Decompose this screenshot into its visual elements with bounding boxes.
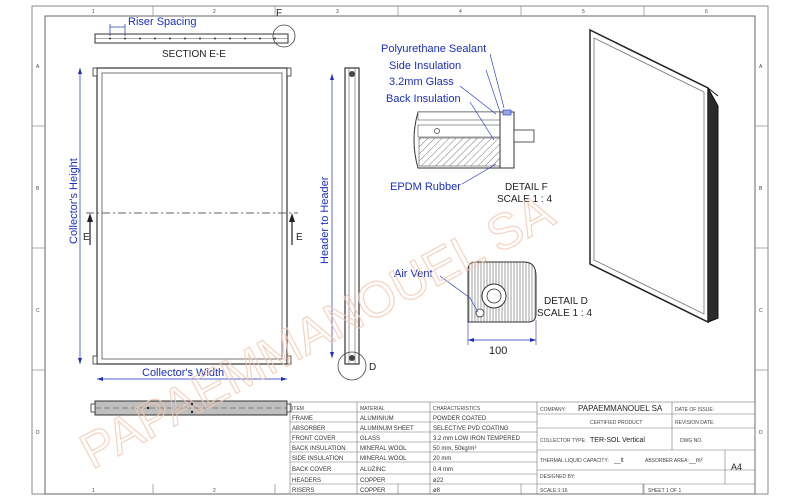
row-back-cover-item: BACK COVER (292, 467, 332, 473)
row-headers-char: ø22 (433, 478, 444, 484)
section-e-e-label: SECTION E-E (162, 49, 226, 60)
title-block-frame (289, 401, 756, 495)
row-side-insulation-char: 20 mm (433, 456, 451, 462)
th-item: ITEM (292, 406, 304, 412)
row-back-insulation-item: BACK INSULATION (292, 446, 346, 452)
row-label-right-c: C (759, 308, 763, 314)
row-risers-material: COPPER (360, 488, 386, 494)
dwg-no-label: DWG NO. (680, 438, 703, 444)
row-frame-item: FRAME (292, 416, 313, 422)
label-air-vent: Air Vent (394, 268, 433, 280)
sheet-size: A4 (731, 462, 742, 472)
row-risers-char: ø8 (433, 488, 441, 494)
section-mark-right: E (296, 232, 303, 243)
label-glass: 3.2mm Glass (389, 76, 454, 88)
row-label-right-b: B (759, 186, 763, 192)
col-label-bot-2: 2 (213, 488, 216, 494)
section-e-e-view (94, 24, 296, 48)
title-block-table: ITEM MATERIAL CHARACTERISTICS FRAME ALUM… (292, 406, 521, 494)
company-name: PAPAEMMANOUEL SA (578, 404, 663, 413)
certified-product: CERTIFIED PRODUCT (590, 420, 642, 426)
date-of-issue-label: DATE OF ISSUE: (675, 407, 714, 413)
label-side-insulation: Side Insulation (389, 60, 461, 72)
detail-f-scale: SCALE 1 : 4 (497, 194, 552, 205)
detail-f-view (413, 53, 535, 185)
col-label-top-3: 3 (336, 9, 339, 15)
row-back-cover-material: ALUZINC (360, 467, 386, 473)
header-to-header-label: Header to Header (319, 176, 331, 264)
sheet-count: SHEET 1 OF 1 (648, 488, 681, 494)
absorber-area-value: __m² (688, 458, 703, 464)
thermal-capacity-label: THERMAL LIQUID CAPACITY: (540, 458, 609, 464)
row-front-cover-item: FRONT COVER (292, 436, 336, 442)
isometric-view (589, 28, 719, 324)
row-headers-material: COPPER (360, 478, 386, 484)
detail-f-title: DETAIL F (505, 182, 548, 193)
row-side-insulation-item: SIDE INSULATION (292, 456, 343, 462)
detail-d-title: DETAIL D (544, 296, 588, 307)
detail-d-scale: SCALE 1 : 4 (537, 308, 592, 319)
title-block-info: COMPANY: PAPAEMMANOUEL SA DATE OF ISSUE:… (540, 404, 742, 494)
detail-d-view (439, 261, 537, 345)
front-view (78, 67, 298, 381)
row-label-left-c: C (36, 308, 40, 314)
detail-d-dimension: 100 (489, 345, 507, 357)
row-label-left-d: D (36, 430, 40, 436)
col-label-top-4: 4 (459, 9, 462, 15)
col-label-bot-1: 1 (92, 488, 95, 494)
row-label-right-a: A (759, 64, 763, 70)
company-label: COMPANY: (540, 407, 566, 413)
revision-date-label: REVISION DATE: (675, 420, 715, 426)
row-back-insulation-char: 50 mm, 50kg/m³ (433, 446, 476, 452)
col-label-top-6: 6 (705, 9, 708, 15)
collector-type-label: COLLECTOR TYPE: (540, 438, 586, 444)
row-back-cover-char: 0.4 mm (433, 467, 453, 473)
row-risers-item: RISERS (292, 488, 314, 494)
th-material: MATERIAL (360, 406, 385, 412)
label-epdm-rubber: EPDM Rubber (390, 181, 461, 193)
section-mark-left: E (83, 232, 90, 243)
absorber-area-label: ABSORBER AREA: (645, 458, 689, 464)
scale-label: SCALE:1:16 (540, 488, 568, 494)
bottom-view (90, 400, 292, 416)
row-back-insulation-material: MINERAL WOOL (360, 446, 407, 452)
label-back-insulation: Back Insulation (386, 93, 461, 105)
zone-labels: 1 2 3 4 5 6 1 2 A B C D A B C D (36, 9, 763, 494)
side-view (330, 67, 367, 381)
detail-f-circle (272, 24, 296, 48)
designed-by-label: DESIGNED BY: (540, 474, 575, 480)
row-absorber-char: SELECTIVE PVD COATING (433, 426, 509, 432)
row-frame-material: ALUMINIUM (360, 416, 394, 422)
riser-spacing-label: Riser Spacing (128, 16, 196, 28)
col-label-top-2: 2 (213, 9, 216, 15)
row-label-left-b: B (36, 186, 40, 192)
row-label-left-a: A (36, 64, 40, 70)
collectors-height-label: Collector's Height (68, 158, 80, 244)
row-label-right-d: D (759, 430, 763, 436)
callout-f-letter: F (276, 8, 282, 19)
collectors-width-label: Collector's Width (142, 367, 224, 379)
label-polyurethane-sealant: Polyurethane Sealant (381, 43, 486, 55)
row-front-cover-material: GLASS (360, 436, 380, 442)
collector-type-value: TER-SOL Vertical (590, 437, 645, 444)
row-front-cover-char: 3.2 mm LOW IRON TEMPERED (433, 436, 521, 442)
th-characteristics: CHARACTERISTICS (433, 406, 481, 412)
col-label-top-5: 5 (582, 9, 585, 15)
row-headers-item: HEADERS (292, 478, 321, 484)
detail-d-circle (337, 351, 367, 381)
row-frame-char: POWDER COATED (433, 416, 487, 422)
row-side-insulation-material: MINERAL WOOL (360, 456, 407, 462)
row-absorber-item: ABSORBER (292, 426, 326, 432)
col-label-top-1: 1 (92, 9, 95, 15)
thermal-capacity-value: __lt (613, 458, 624, 464)
zone-ticks (32, 6, 768, 494)
callout-d-letter: D (369, 362, 376, 373)
row-absorber-material: ALUMINUM SHEET (360, 426, 414, 432)
